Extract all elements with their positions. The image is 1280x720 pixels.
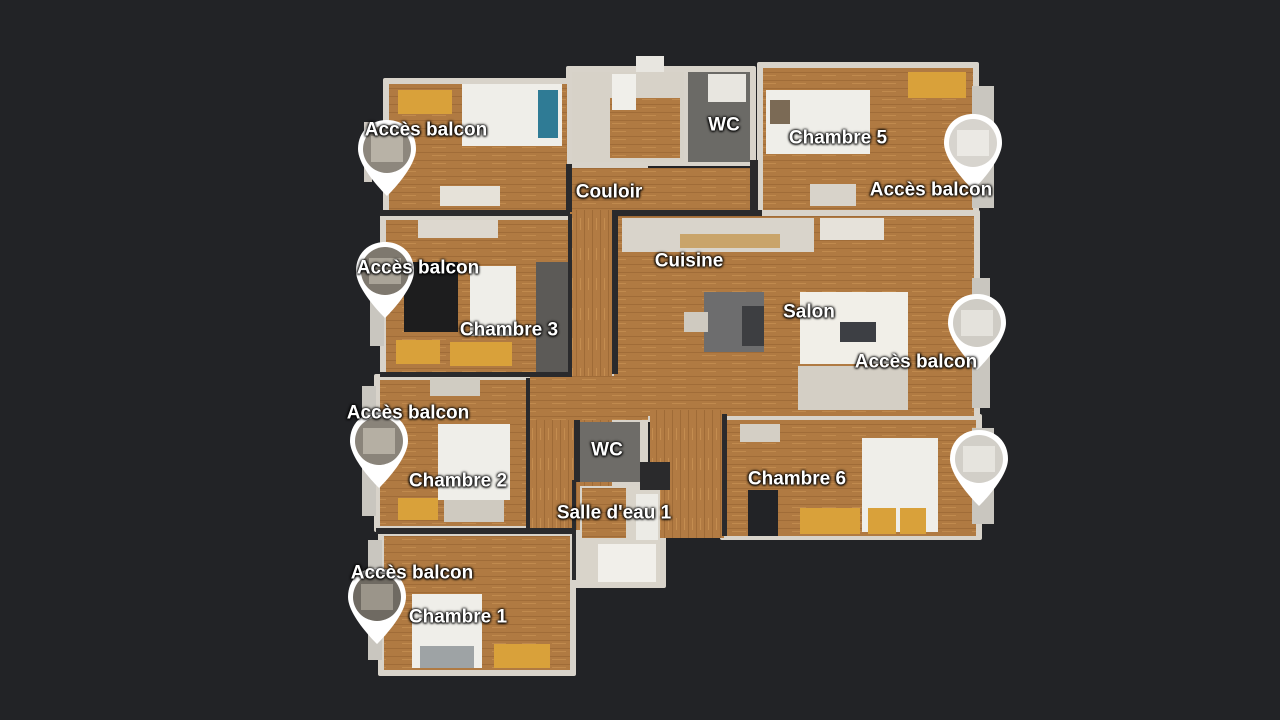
label-acces-balcon-6[interactable]: Accès balcon [854,351,978,373]
label-salon[interactable]: Salon [783,301,835,323]
label-acces-balcon-2[interactable]: Accès balcon [356,257,480,279]
map-pin-icon [348,568,406,644]
label-wc-top[interactable]: WC [708,114,740,136]
map-pin-icon [358,120,416,196]
label-chambre-3[interactable]: Chambre 3 [459,319,559,341]
balcony-pin-6[interactable] [946,292,1008,374]
furniture [362,56,994,668]
balcony-pin-1[interactable] [356,118,418,200]
label-chambre-6[interactable]: Chambre 6 [747,468,847,490]
label-acces-balcon-5[interactable]: Accès balcon [869,179,993,201]
label-salle-eau-1[interactable]: Salle d'eau 1 [556,502,672,524]
label-acces-balcon-1[interactable]: Accès balcon [364,119,488,141]
map-pin-icon [356,242,414,318]
map-pin-icon [950,430,1008,506]
balcony-pin-2[interactable] [354,240,416,322]
label-chambre-2[interactable]: Chambre 2 [408,470,508,492]
balcony-pin-3[interactable] [348,410,410,492]
wall-lines [376,160,762,580]
label-couloir[interactable]: Couloir [575,181,643,203]
label-wc-mid[interactable]: WC [591,439,623,461]
label-acces-balcon-3[interactable]: Accès balcon [346,402,470,424]
label-acces-balcon-4[interactable]: Accès balcon [350,562,474,584]
balcony-pin-7[interactable] [948,428,1010,510]
balcony-pin-5[interactable] [942,112,1004,194]
label-chambre-5[interactable]: Chambre 5 [788,127,888,149]
map-pin-icon [944,114,1002,190]
label-chambre-1[interactable]: Chambre 1 [408,606,508,628]
map-pin-icon [948,294,1006,370]
label-cuisine[interactable]: Cuisine [654,250,724,272]
balcony-pin-4[interactable] [346,566,408,648]
map-pin-icon [350,412,408,488]
